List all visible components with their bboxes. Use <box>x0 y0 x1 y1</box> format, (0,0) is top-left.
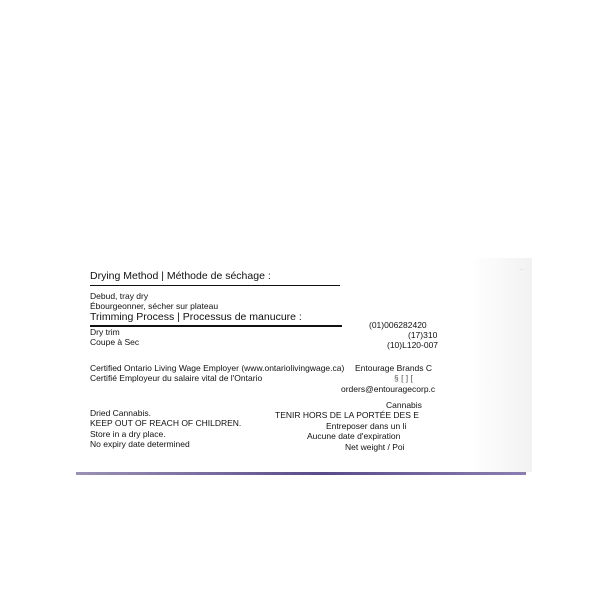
drying-line-en: Debud, tray dry <box>90 291 149 301</box>
certification-fr: Certifié Employeur du salaire vital de l… <box>90 373 263 383</box>
company-email: orders@entouragecorp.c <box>341 384 436 394</box>
code-line-3: (10)L120-007 <box>387 340 439 350</box>
company-line-2: § [ ] [ <box>394 373 413 383</box>
warning-left-1: Dried Cannabis. <box>90 408 151 418</box>
drying-line-fr: Ébourgeonner, sécher sur plateau <box>90 301 219 311</box>
trimming-line-fr: Coupe à Sec <box>90 337 140 347</box>
warning-right-5: Net weight / Poi <box>345 442 405 452</box>
trimming-heading-rule <box>90 325 342 327</box>
drying-heading-rule <box>90 285 340 286</box>
trimming-heading: Trimming Process | Processus de manucure… <box>90 311 302 323</box>
product-label: Drying Method | Méthode de séchage : Deb… <box>72 258 532 472</box>
warning-left-4: No expiry date determined <box>90 439 190 449</box>
warning-left-2: KEEP OUT OF REACH OF CHILDREN. <box>90 418 242 428</box>
warning-right-1: Cannabis <box>386 400 422 410</box>
warning-left-3: Store in a dry place. <box>90 429 166 439</box>
company-name: Entourage Brands C <box>355 363 433 373</box>
label-bottom-edge <box>76 472 526 475</box>
warning-right-3: Entreposer dans un li <box>326 421 407 431</box>
code-line-2: (17)310 <box>408 330 438 340</box>
warning-right-4: Aucune date d'expiration <box>307 431 401 441</box>
code-line-1: (01)006282420 <box>369 320 427 330</box>
trimming-line-en: Dry trim <box>90 327 120 337</box>
drying-heading: Drying Method | Méthode de séchage : <box>90 270 271 282</box>
certification-en: Certified Ontario Living Wage Employer (… <box>90 363 345 373</box>
label-edge-shadow <box>470 258 532 472</box>
warning-right-2: TENIR HORS DE LA PORTÉE DES E <box>275 410 419 420</box>
